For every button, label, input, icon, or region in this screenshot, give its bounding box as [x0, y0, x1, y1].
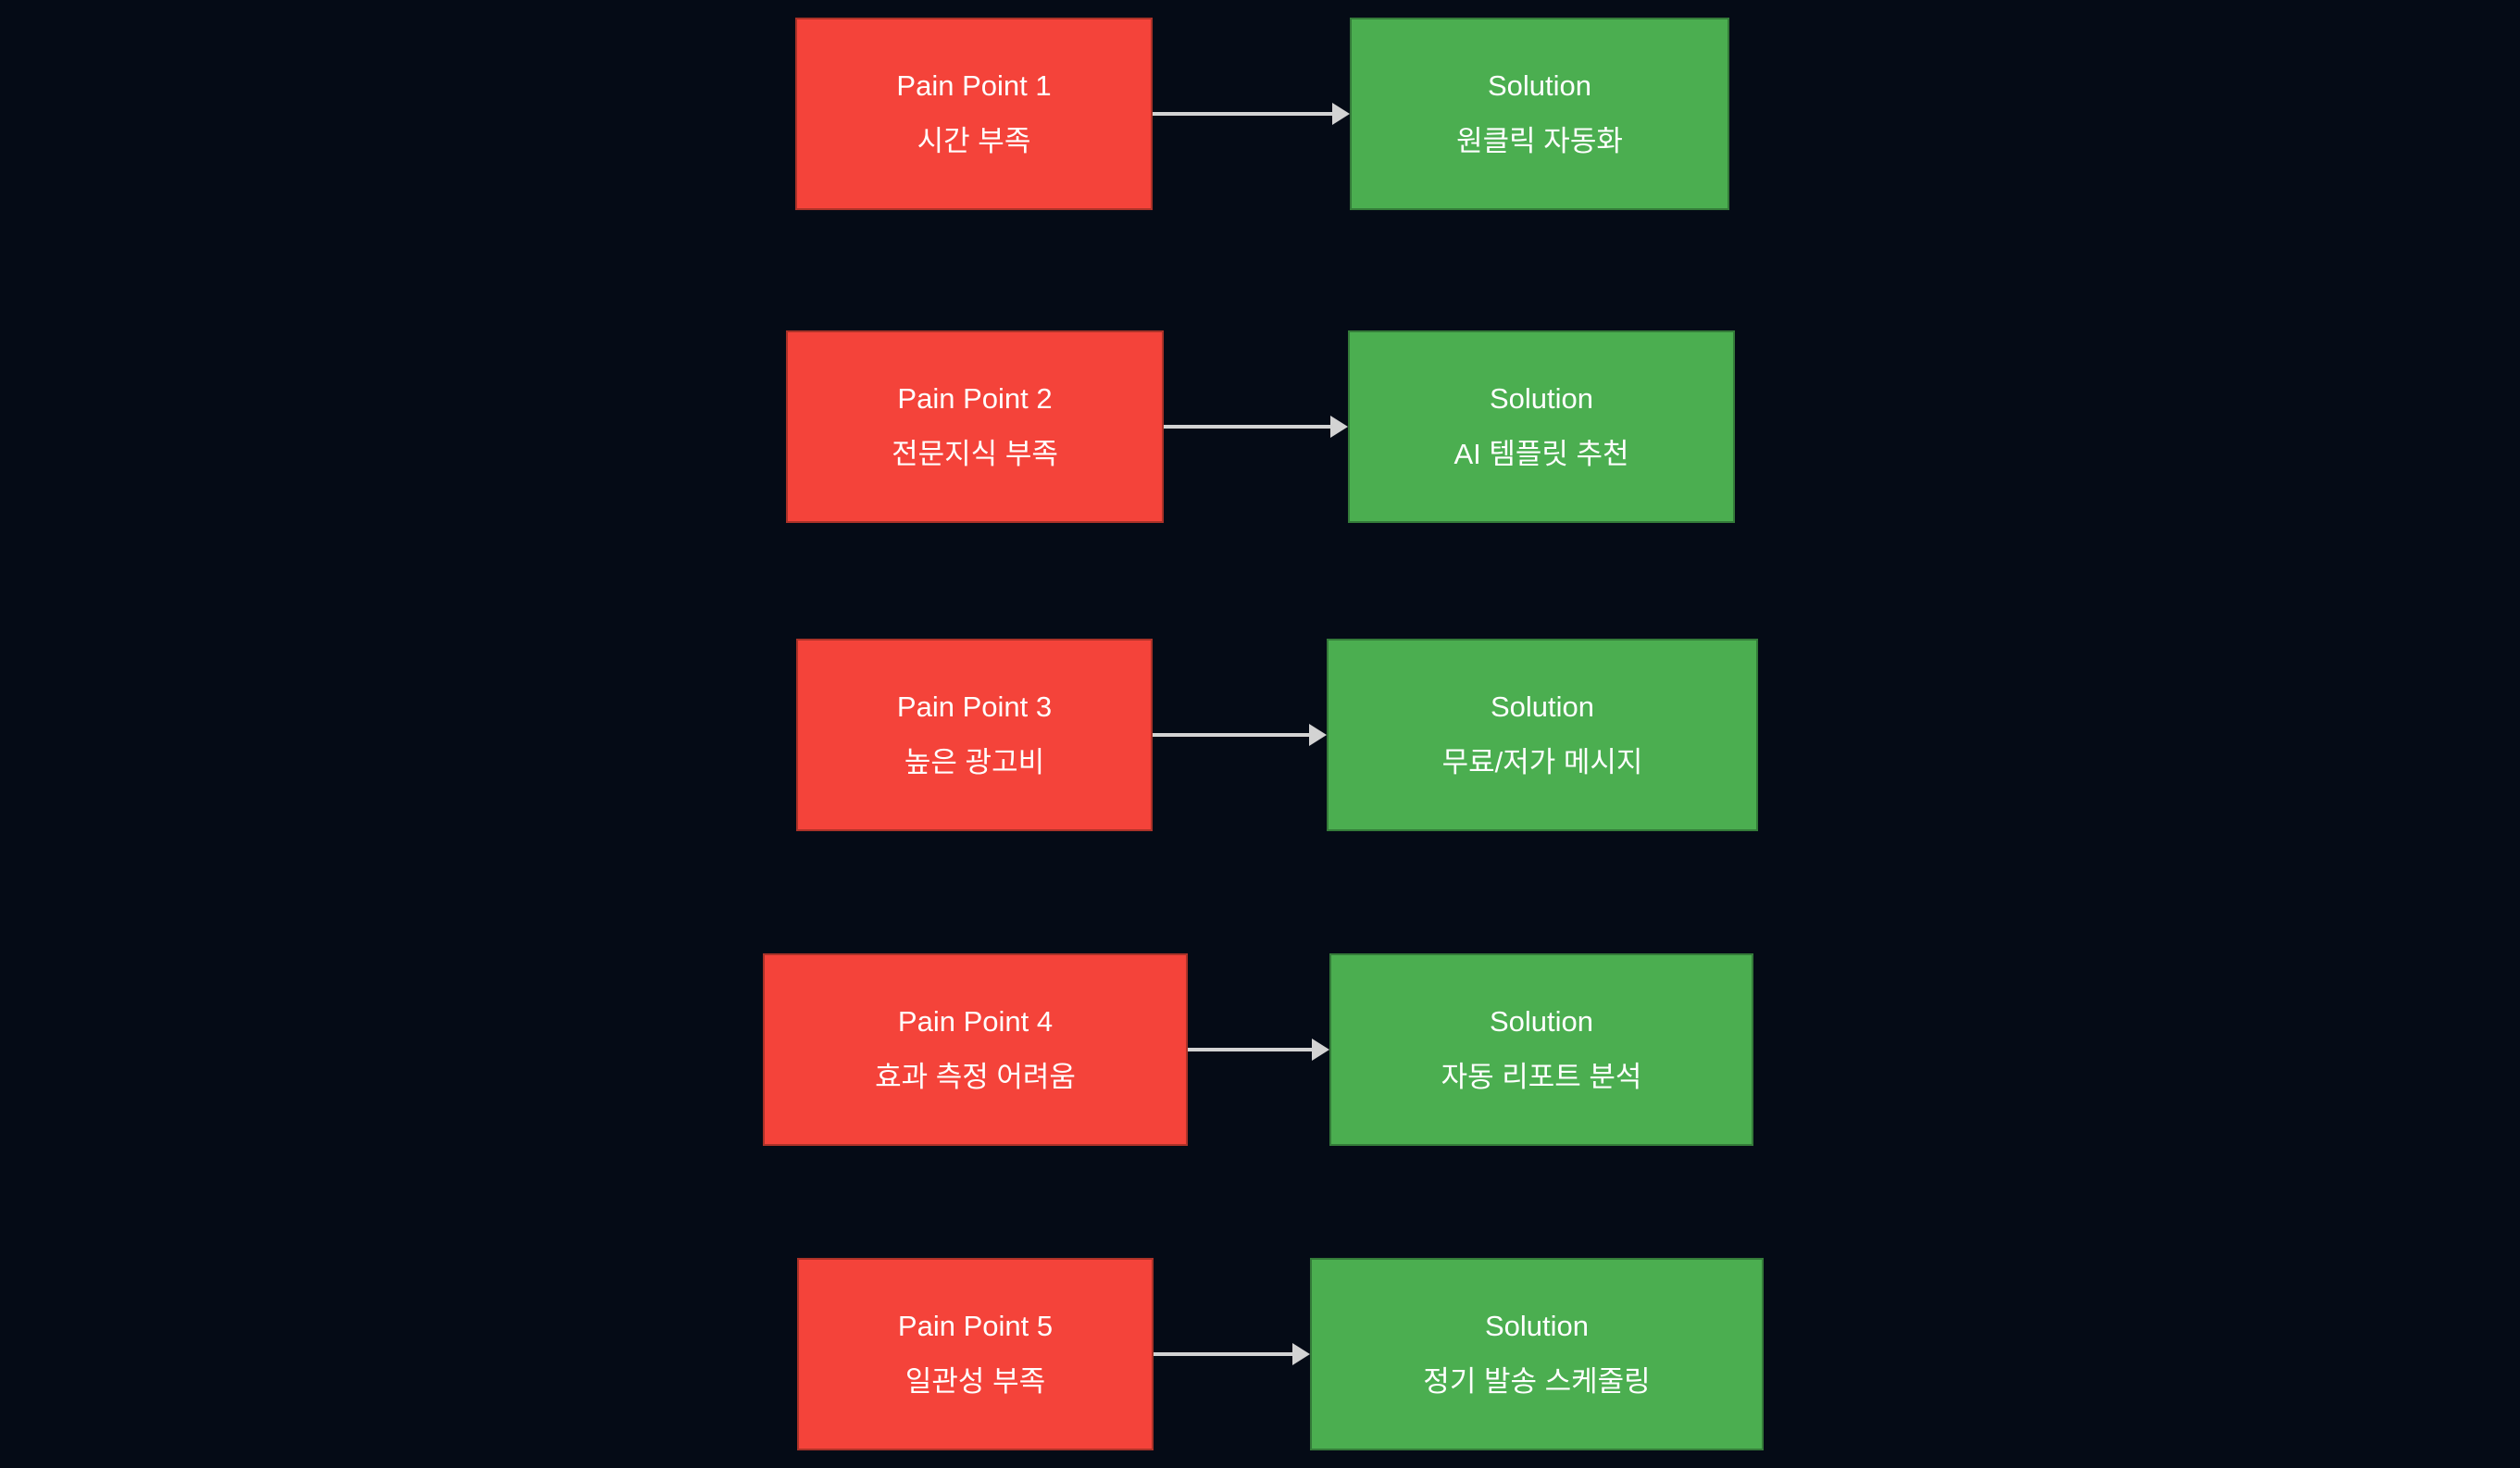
arrow-shaft [1188, 1048, 1315, 1051]
solution-node-3: Solution 무료/저가 메시지 [1327, 639, 1758, 831]
solution-node-2-title: Solution [1489, 382, 1594, 415]
arrow-shaft [1164, 425, 1333, 429]
arrow-head-icon [1332, 103, 1350, 125]
arrow-shaft [1154, 1352, 1295, 1356]
solution-node-5-label: 정기 발송 스케줄링 [1423, 1365, 1651, 1398]
solution-node-1-label: 원클릭 자동화 [1456, 125, 1623, 157]
arrow-head-icon [1312, 1039, 1329, 1061]
pain-node-1: Pain Point 1 시간 부족 [795, 18, 1153, 210]
solution-node-4-title: Solution [1489, 1005, 1594, 1038]
solution-node-3-title: Solution [1490, 690, 1595, 723]
pain-node-4-title: Pain Point 4 [897, 1005, 1054, 1038]
arrow-head-icon [1309, 724, 1327, 746]
pain-node-1-title: Pain Point 1 [896, 69, 1052, 102]
arrow-head-icon [1330, 416, 1348, 438]
flow-arrow-2 [1164, 413, 1348, 441]
pain-node-4-label: 효과 측정 어려움 [875, 1061, 1076, 1093]
pain-node-5: Pain Point 5 일관성 부족 [797, 1258, 1154, 1450]
flow-arrow-4 [1188, 1036, 1329, 1064]
arrow-head-icon [1292, 1343, 1310, 1365]
pain-node-2-title: Pain Point 2 [897, 382, 1053, 415]
arrow-shaft [1153, 112, 1335, 116]
solution-node-2-label: AI 템플릿 추천 [1453, 438, 1629, 470]
solution-node-1: Solution 원클릭 자동화 [1350, 18, 1729, 210]
pain-node-3: Pain Point 3 높은 광고비 [796, 639, 1153, 831]
solution-node-4: Solution 자동 리포트 분석 [1329, 953, 1753, 1146]
solution-node-2: Solution AI 템플릿 추천 [1348, 330, 1735, 523]
pain-node-5-label: 일관성 부족 [904, 1365, 1046, 1398]
flow-arrow-5 [1154, 1340, 1310, 1368]
pain-node-1-label: 시간 부족 [917, 125, 1031, 157]
flow-arrow-1 [1153, 100, 1350, 128]
pain-node-3-title: Pain Point 3 [896, 690, 1053, 723]
pain-node-2: Pain Point 2 전문지식 부족 [786, 330, 1164, 523]
solution-node-5-title: Solution [1484, 1310, 1590, 1342]
solution-node-1-title: Solution [1487, 69, 1592, 102]
pain-node-2-label: 전문지식 부족 [892, 438, 1058, 470]
solution-node-3-label: 무료/저가 메시지 [1441, 746, 1643, 778]
flow-arrow-3 [1153, 721, 1327, 749]
pain-node-3-label: 높은 광고비 [904, 746, 1045, 778]
pain-node-5-title: Pain Point 5 [897, 1310, 1054, 1342]
pain-node-4: Pain Point 4 효과 측정 어려움 [763, 953, 1188, 1146]
solution-node-4-label: 자동 리포트 분석 [1441, 1061, 1642, 1093]
arrow-shaft [1153, 733, 1312, 737]
solution-node-5: Solution 정기 발송 스케줄링 [1310, 1258, 1764, 1450]
